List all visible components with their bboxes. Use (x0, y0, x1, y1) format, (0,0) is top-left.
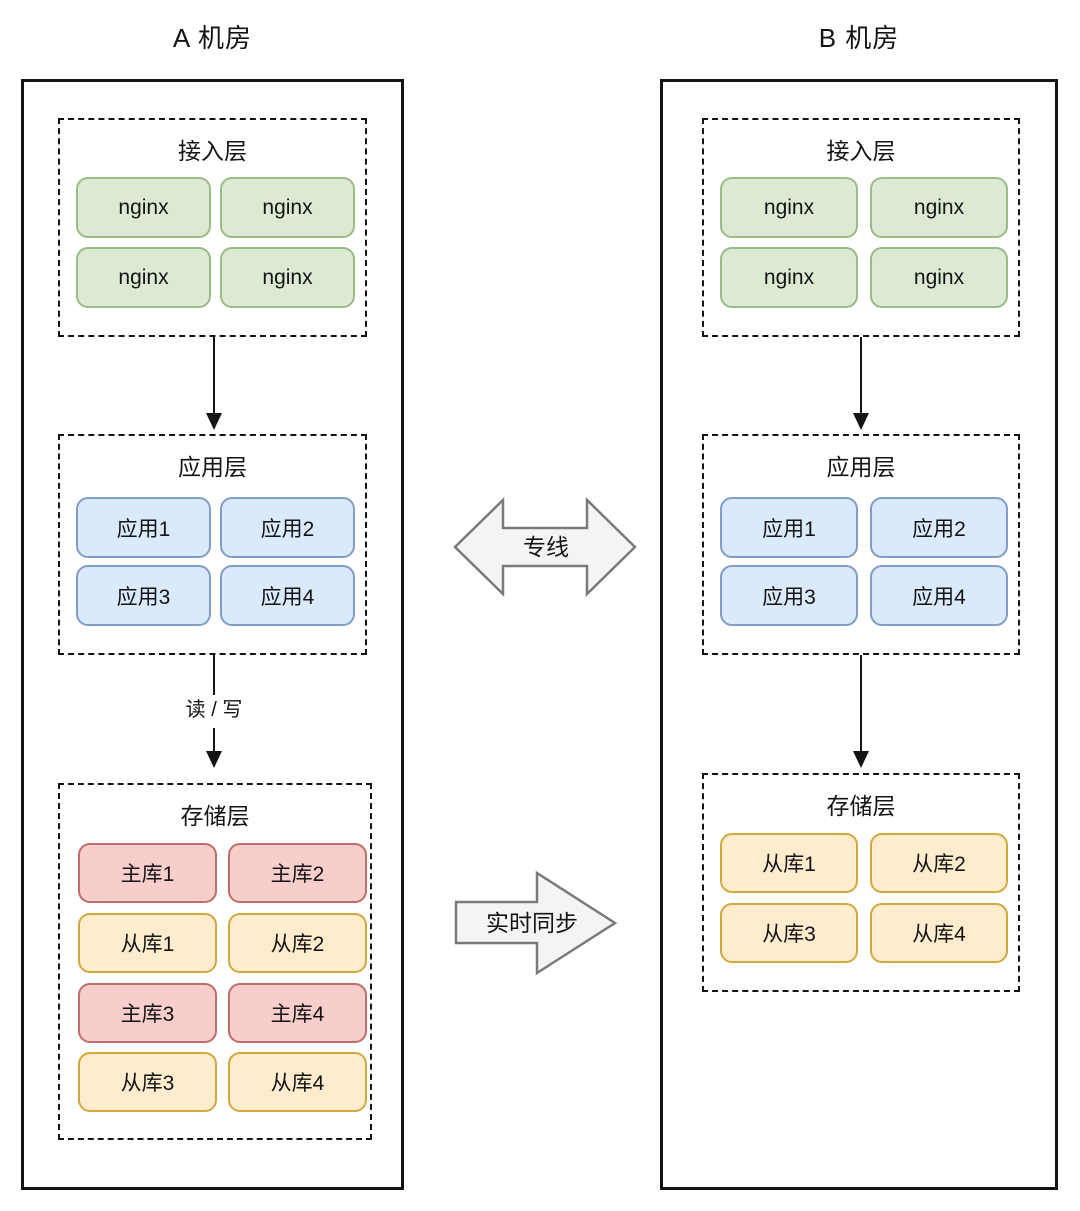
b-app-layer-title: 应用层 (826, 454, 896, 480)
b-slave-db-3: 从库3 (720, 903, 858, 963)
b-nginx-node-2: nginx (870, 177, 1008, 238)
b-slave-db-4: 从库4 (870, 903, 1008, 963)
b-app-node-2: 应用2 (870, 497, 1008, 558)
b-access-to-app-arrowhead-icon (853, 413, 869, 430)
a-slave-db-1: 从库1 (78, 913, 217, 973)
realtime-sync-connector: 实时同步 (454, 870, 618, 976)
b-slave-db-1: 从库1 (720, 833, 858, 893)
a-app-to-storage-arrowhead-icon (206, 751, 222, 768)
dedicated-line-connector: 专线 (453, 497, 637, 597)
a-app-node-2: 应用2 (220, 497, 355, 558)
b-storage-layer-title: 存储层 (826, 793, 896, 819)
dedicated-line-label: 专线 (523, 534, 569, 560)
right-arrow-icon (454, 870, 618, 976)
b-app-node-4: 应用4 (870, 565, 1008, 626)
b-access-to-app-arrow-line (860, 337, 862, 415)
b-nginx-node-1: nginx (720, 177, 858, 238)
a-slave-db-3: 从库3 (78, 1052, 217, 1112)
datacenter-b-title: B 机房 (818, 23, 900, 53)
a-storage-layer-title: 存储层 (180, 803, 250, 829)
a-nginx-node-4: nginx (220, 247, 355, 308)
b-app-to-storage-arrow-line (860, 655, 862, 753)
a-app-to-storage-arrow-line-top (213, 655, 215, 695)
a-slave-db-4: 从库4 (228, 1052, 367, 1112)
a-app-to-storage-arrow-line-bottom (213, 728, 215, 753)
a-nginx-node-1: nginx (76, 177, 211, 238)
a-read-write-label: 读 / 写 (134, 696, 294, 724)
double-arrow-icon (453, 497, 637, 597)
b-slave-db-2: 从库2 (870, 833, 1008, 893)
b-nginx-node-3: nginx (720, 247, 858, 308)
a-master-db-3: 主库3 (78, 983, 217, 1043)
a-access-to-app-arrow-line (213, 337, 215, 415)
a-app-node-3: 应用3 (76, 565, 211, 626)
b-nginx-node-4: nginx (870, 247, 1008, 308)
a-access-to-app-arrowhead-icon (206, 413, 222, 430)
a-app-node-4: 应用4 (220, 565, 355, 626)
b-app-to-storage-arrowhead-icon (853, 751, 869, 768)
a-nginx-node-3: nginx (76, 247, 211, 308)
a-nginx-node-2: nginx (220, 177, 355, 238)
b-app-node-3: 应用3 (720, 565, 858, 626)
b-access-layer-title: 接入层 (826, 138, 896, 164)
datacenter-a-title: A 机房 (172, 23, 253, 53)
realtime-sync-label: 实时同步 (486, 910, 578, 936)
a-master-db-1: 主库1 (78, 843, 217, 903)
a-app-node-1: 应用1 (76, 497, 211, 558)
a-master-db-2: 主库2 (228, 843, 367, 903)
a-master-db-4: 主库4 (228, 983, 367, 1043)
a-access-layer-title: 接入层 (178, 138, 247, 164)
b-app-node-1: 应用1 (720, 497, 858, 558)
a-app-layer-title: 应用层 (178, 454, 247, 480)
a-slave-db-2: 从库2 (228, 913, 367, 973)
